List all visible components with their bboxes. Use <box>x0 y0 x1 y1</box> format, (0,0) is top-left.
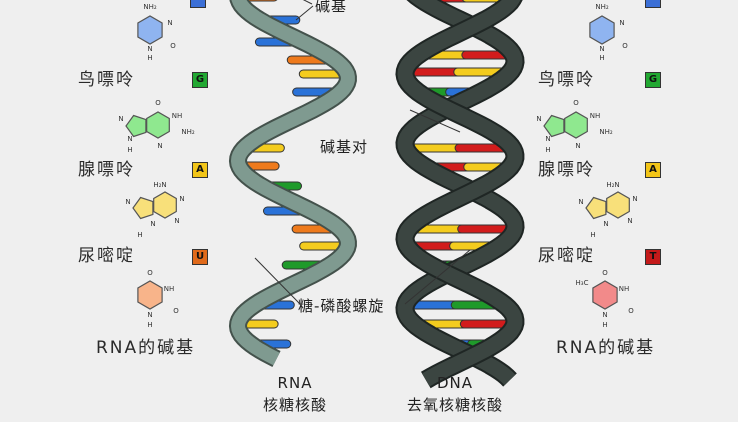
badge-a: A <box>645 162 661 178</box>
label-uracil: 尿嘧啶 <box>78 246 135 266</box>
adenine-atom: N <box>150 220 155 228</box>
adenine-atom: N <box>627 217 632 225</box>
thymine-atom: H₃C <box>576 279 589 287</box>
dna-subtitle: 去氧核糖核酸 <box>406 396 503 414</box>
thymine-molecule <box>592 280 618 310</box>
cytosine-atom: O <box>622 42 628 50</box>
uracil-atom: O <box>147 269 153 277</box>
badge-g: G <box>192 72 208 88</box>
guanine-molecule <box>146 111 170 139</box>
adenine-atom: N <box>125 198 130 206</box>
guanine-atom: H <box>127 146 132 154</box>
badge-a: A <box>192 162 208 178</box>
adenine-atom: H <box>137 231 142 239</box>
adenine-atom: N <box>179 195 184 203</box>
thymine-atom: N <box>602 311 607 319</box>
guanine-atom: NH₂ <box>181 128 195 136</box>
guanine-atom: N <box>575 142 580 150</box>
annotation-arrow <box>409 109 461 133</box>
rna-subtitle: 核糖核酸 <box>262 396 327 414</box>
annotation-arrow <box>295 5 314 21</box>
label-adenine: 腺嘌呤 <box>538 160 595 180</box>
right-footer: RNA的碱基 <box>556 338 656 358</box>
cytosine-atom: N <box>599 45 604 53</box>
adenine-molecule <box>153 191 177 219</box>
left-footer: RNA的碱基 <box>96 338 196 358</box>
annotation-arrow <box>404 249 471 305</box>
uracil-atom: H <box>147 321 152 329</box>
adenine-atom: N <box>632 195 637 203</box>
guanine-atom: NH₂ <box>599 128 613 136</box>
badge-t: T <box>645 249 661 265</box>
guanine-atom: N <box>157 142 162 150</box>
badge-cytosine <box>190 0 206 8</box>
adenine-atom: H₂N <box>606 181 619 189</box>
guanine-atom: NH <box>172 112 183 120</box>
cytosine-atom: N <box>147 45 152 53</box>
dna-strand-1 <box>397 0 523 386</box>
rna-title: RNA <box>277 374 313 392</box>
annotation-backbone: 糖-磷酸螺旋 <box>298 297 385 315</box>
adenine-molecule <box>132 196 154 220</box>
thymine-atom: H <box>602 321 607 329</box>
cytosine-atom: H <box>599 54 604 62</box>
dna-title: DNA <box>436 374 474 392</box>
label-adenine: 腺嘌呤 <box>78 160 135 180</box>
guanine-molecule <box>543 114 565 138</box>
thymine-atom: NH <box>619 285 630 293</box>
annotation-base: 碱基 <box>315 0 348 15</box>
cytosine-molecule <box>589 15 615 45</box>
cytosine-atom: H <box>147 54 152 62</box>
uracil-atom: N <box>147 311 152 319</box>
guanine-molecule <box>564 111 588 139</box>
rna-backbone <box>230 0 355 366</box>
annotation-arrow <box>254 257 301 305</box>
guanine-atom: O <box>155 99 161 107</box>
guanine-atom: O <box>573 99 579 107</box>
cytosine-molecule <box>137 15 163 45</box>
badge-cytosine <box>645 0 661 8</box>
thymine-atom: O <box>628 307 634 315</box>
cytosine-atom: N <box>619 19 624 27</box>
guanine-atom: NH <box>590 112 601 120</box>
uracil-atom: NH <box>164 285 175 293</box>
adenine-atom: H <box>590 231 595 239</box>
guanine-atom: N <box>127 135 132 143</box>
adenine-atom: H₂N <box>153 181 166 189</box>
label-guanine: 鸟嘌呤 <box>78 70 135 90</box>
guanine-atom: N <box>118 115 123 123</box>
adenine-atom: N <box>603 220 608 228</box>
uracil-molecule <box>137 280 163 310</box>
guanine-atom: N <box>536 115 541 123</box>
guanine-atom: N <box>545 135 550 143</box>
adenine-atom: N <box>174 217 179 225</box>
badge-u: U <box>192 249 208 265</box>
adenine-molecule <box>585 196 607 220</box>
badge-g: G <box>645 72 661 88</box>
cytosine-atom: NH₂ <box>143 3 157 11</box>
thymine-atom: O <box>602 269 608 277</box>
annotation-arrow <box>302 0 313 5</box>
label-uracil: 尿嘧啶 <box>538 246 595 266</box>
cytosine-atom: NH₂ <box>595 3 609 11</box>
uracil-atom: O <box>173 307 179 315</box>
guanine-molecule <box>125 114 147 138</box>
dna-strand-2 <box>397 0 523 387</box>
guanine-atom: H <box>545 146 550 154</box>
adenine-atom: N <box>578 198 583 206</box>
adenine-molecule <box>606 191 630 219</box>
cytosine-atom: O <box>170 42 176 50</box>
label-guanine: 鸟嘌呤 <box>538 70 595 90</box>
cytosine-atom: N <box>167 19 172 27</box>
annotation-base-pair: 碱基对 <box>320 138 369 156</box>
